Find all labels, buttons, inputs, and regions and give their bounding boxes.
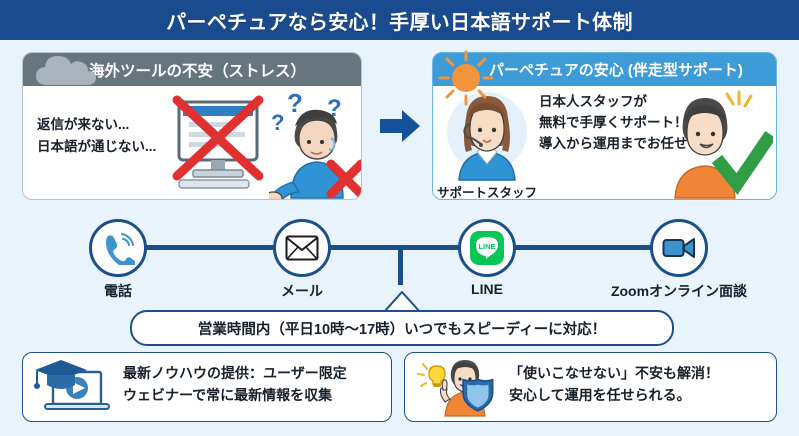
worried-person-icon: ? ? ? [263,86,361,199]
benefit-webinar-line2: ウェビナーで常に最新情報を収集 [123,386,333,403]
benefit-webinar-line1: 最新ノウハウの提供：ユーザー限定 [123,365,347,381]
benefit-card-webinar-text: 最新ノウハウの提供：ユーザー限定 ウェビナーで常に最新情報を収集 [123,363,347,406]
before-panel-title: 海外ツールの不安（ストレス） [89,62,307,80]
line-app-icon: LINE [458,219,516,277]
after-panel-body: サポートスタッフ 日本人スタッフが 無料で手厚くサポート！ 導入から運用までお任… [433,86,776,200]
support-channel-rail: 電話 メール LINE LINE [0,206,799,306]
benefit-card-confidence: 「使いこなせない」不安も解消！ 安心して運用を任せられる。 [404,352,777,422]
channel-zoom-label: Zoomオンライン面談 [610,283,748,299]
svg-text:?: ? [271,110,284,135]
lightbulb-person-shield-icon [415,358,507,418]
right-arrow-icon [378,108,422,144]
after-benefit-text: 日本人スタッフが 無料で手厚くサポート！ 導入から運用までお任せ [539,92,688,155]
phone-icon [89,219,147,277]
channel-zoom[interactable]: Zoomオンライン面談 [611,219,747,299]
before-complaint-text: 返信が来ない... 日本語が通じない... [37,114,156,157]
svg-text:?: ? [287,88,303,118]
channel-line[interactable]: LINE LINE [458,219,516,297]
after-benefit-line2: 無料で手厚くサポート！ [539,114,688,130]
channel-mail-label: メール [281,283,323,299]
after-panel-title: パーペチュアの安心 (伴走型サポート) [489,62,743,79]
benefit-card-webinar: 最新ノウハウの提供：ユーザー限定 ウェビナーで常に最新情報を収集 [22,352,392,422]
channel-phone-label: 電話 [104,283,132,299]
svg-text:LINE: LINE [478,242,495,251]
channel-line-label: LINE [471,281,503,297]
sun-icon [438,50,494,106]
before-complaint-line2: 日本語が通じない... [37,138,157,154]
after-benefit-line1: 日本人スタッフが [539,94,647,109]
page-header: パーペチュアなら安心！手厚い日本語サポート体制 [0,0,799,40]
cloud-icon [34,54,96,88]
before-panel-body: 返信が来ない... 日本語が通じない... [23,86,361,199]
benefit-confidence-line2: 安心して運用を任せられる。 [509,386,691,403]
page-title: パーペチュアなら安心！手厚い日本語サポート体制 [166,11,633,34]
business-hours-text: 営業時間内（平日10時〜17時）いつでもスピーディーに対応！ [197,321,607,338]
rail-connector-stub [398,245,403,285]
video-camera-icon [650,219,708,277]
webinar-laptop-icon [31,358,117,418]
benefit-confidence-line1: 「使いこなせない」不安も解消！ [509,365,719,381]
happy-person-icon [661,88,776,199]
mail-icon [273,219,331,277]
support-staff-avatar [439,88,535,184]
channel-mail[interactable]: メール [273,219,331,299]
support-staff-label: サポートスタッフ [437,186,538,200]
channel-phone[interactable]: 電話 [89,219,147,299]
pill-pointer [380,290,424,313]
crossed-out-monitor-icon [163,94,273,194]
before-complaint-line1: 返信が来ない... [37,117,130,132]
benefit-card-confidence-text: 「使いこなせない」不安も解消！ 安心して運用を任せられる。 [509,363,719,406]
after-panel-header: パーペチュアの安心 (伴走型サポート) [433,53,776,86]
after-benefit-line3: 導入から運用までお任せ [539,135,688,151]
business-hours-banner: 営業時間内（平日10時〜17時）いつでもスピーディーに対応！ [130,310,674,346]
